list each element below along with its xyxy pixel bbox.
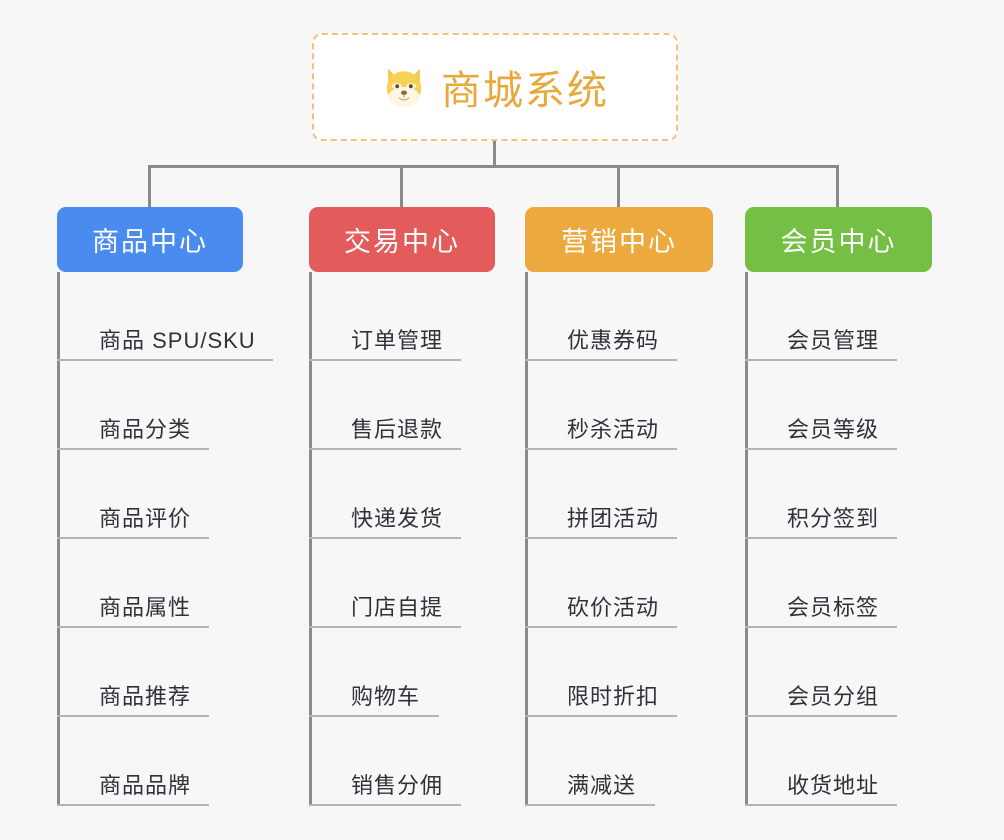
- leaf-item[interactable]: 商品 SPU/SKU: [57, 272, 273, 361]
- leaf-item[interactable]: 售后退款: [309, 361, 495, 450]
- leaf-item[interactable]: 快递发货: [309, 450, 495, 539]
- leaf-item-underline: [745, 626, 897, 628]
- leaf-item-label: 会员分组: [787, 684, 880, 709]
- connector-horizontal-bus: [148, 165, 839, 168]
- leaf-item-label: 秒杀活动: [567, 417, 660, 442]
- connector-drop-3: [617, 165, 620, 209]
- leaf-item-label: 购物车: [351, 684, 421, 709]
- leaf-item-label: 商品推荐: [99, 684, 192, 709]
- leaf-item-label: 砍价活动: [567, 595, 660, 620]
- leaf-item-underline: [309, 448, 461, 450]
- branch-column-3: 营销中心优惠券码秒杀活动拼团活动砍价活动限时折扣满减送: [525, 207, 713, 806]
- leaf-item-label: 门店自提: [351, 595, 444, 620]
- dog-face-icon: [381, 64, 427, 110]
- branch-column-2: 交易中心订单管理售后退款快递发货门店自提购物车销售分佣: [309, 207, 495, 806]
- branch-spine-2: [309, 272, 312, 806]
- leaf-item-label: 会员标签: [787, 595, 880, 620]
- branch-header-2[interactable]: 交易中心: [309, 207, 495, 272]
- leaf-item-label: 快递发货: [351, 506, 444, 531]
- leaf-item[interactable]: 会员分组: [745, 628, 932, 717]
- connector-root-stem: [493, 141, 496, 167]
- branch-header-3[interactable]: 营销中心: [525, 207, 713, 272]
- leaf-item-label: 销售分佣: [351, 773, 444, 798]
- leaf-item-underline: [745, 448, 897, 450]
- branch-items-2: 订单管理售后退款快递发货门店自提购物车销售分佣: [309, 272, 495, 806]
- leaf-item[interactable]: 订单管理: [309, 272, 495, 361]
- leaf-item-underline: [309, 626, 461, 628]
- branch-header-1[interactable]: 商品中心: [57, 207, 243, 272]
- leaf-item[interactable]: 门店自提: [309, 539, 495, 628]
- leaf-item[interactable]: 限时折扣: [525, 628, 713, 717]
- leaf-item-label: 拼团活动: [567, 506, 660, 531]
- leaf-item[interactable]: 商品属性: [57, 539, 243, 628]
- leaf-item-label: 优惠券码: [567, 328, 660, 353]
- leaf-item-underline: [57, 448, 209, 450]
- leaf-item-underline: [745, 715, 897, 717]
- leaf-item-label: 收货地址: [787, 773, 880, 798]
- leaf-item[interactable]: 销售分佣: [309, 717, 495, 806]
- branch-column-1: 商品中心商品 SPU/SKU 商品分类商品评价商品属性商品推荐商品品牌: [57, 207, 273, 806]
- leaf-item[interactable]: 优惠券码: [525, 272, 713, 361]
- leaf-item-label: 商品评价: [99, 506, 192, 531]
- leaf-item-underline: [309, 359, 461, 361]
- root-node[interactable]: 商城系统: [312, 33, 678, 141]
- leaf-item-underline: [57, 537, 209, 539]
- leaf-item[interactable]: 商品分类: [57, 361, 243, 450]
- leaf-item-label: 会员等级: [787, 417, 880, 442]
- leaf-item-underline: [525, 448, 677, 450]
- leaf-item-underline: [57, 359, 273, 361]
- leaf-item-underline: [745, 537, 897, 539]
- leaf-item[interactable]: 商品评价: [57, 450, 243, 539]
- leaf-item[interactable]: 商品推荐: [57, 628, 243, 717]
- branch-spine-3: [525, 272, 528, 806]
- leaf-item[interactable]: 砍价活动: [525, 539, 713, 628]
- branch-items-4: 会员管理会员等级积分签到会员标签会员分组收货地址: [745, 272, 932, 806]
- branch-items-3: 优惠券码秒杀活动拼团活动砍价活动限时折扣满减送: [525, 272, 713, 806]
- leaf-item-underline: [525, 359, 677, 361]
- branch-items-1: 商品 SPU/SKU 商品分类商品评价商品属性商品推荐商品品牌: [57, 272, 273, 806]
- leaf-item-label: 订单管理: [351, 328, 444, 353]
- branch-column-4: 会员中心会员管理会员等级积分签到会员标签会员分组收货地址: [745, 207, 932, 806]
- leaf-item[interactable]: 商品品牌: [57, 717, 243, 806]
- leaf-item[interactable]: 拼团活动: [525, 450, 713, 539]
- leaf-item-label: 商品品牌: [99, 773, 192, 798]
- connector-drop-4: [836, 165, 839, 209]
- leaf-item-label: 积分签到: [787, 506, 880, 531]
- leaf-item-underline: [745, 804, 897, 806]
- leaf-item[interactable]: 会员标签: [745, 539, 932, 628]
- leaf-item-underline: [525, 626, 677, 628]
- leaf-item-underline: [745, 359, 897, 361]
- leaf-item[interactable]: 会员等级: [745, 361, 932, 450]
- leaf-item-label: 限时折扣: [567, 684, 660, 709]
- leaf-item-underline: [57, 804, 209, 806]
- leaf-item-label: 商品分类: [99, 417, 192, 442]
- leaf-item-underline: [309, 804, 461, 806]
- root-title: 商城系统: [441, 69, 609, 113]
- leaf-item-label: 会员管理: [787, 328, 880, 353]
- leaf-item-label: 商品 SPU/SKU: [99, 328, 256, 353]
- branch-spine-4: [745, 272, 748, 806]
- leaf-item-label: 满减送: [567, 773, 637, 798]
- branch-header-4[interactable]: 会员中心: [745, 207, 932, 272]
- leaf-item-underline: [57, 626, 209, 628]
- leaf-item[interactable]: 会员管理: [745, 272, 932, 361]
- leaf-item-underline: [525, 715, 677, 717]
- leaf-item[interactable]: 购物车: [309, 628, 495, 717]
- leaf-item-underline: [57, 715, 209, 717]
- leaf-item-underline: [525, 537, 677, 539]
- leaf-item-label: 商品属性: [99, 595, 192, 620]
- leaf-item[interactable]: 满减送: [525, 717, 713, 806]
- connector-drop-1: [148, 165, 151, 209]
- leaf-item-underline: [309, 715, 439, 717]
- leaf-item[interactable]: 收货地址: [745, 717, 932, 806]
- leaf-item-underline: [309, 537, 461, 539]
- connector-drop-2: [400, 165, 403, 209]
- leaf-item-label: 售后退款: [351, 417, 444, 442]
- leaf-item[interactable]: 积分签到: [745, 450, 932, 539]
- leaf-item[interactable]: 秒杀活动: [525, 361, 713, 450]
- leaf-item-underline: [525, 804, 655, 806]
- branch-spine-1: [57, 272, 60, 806]
